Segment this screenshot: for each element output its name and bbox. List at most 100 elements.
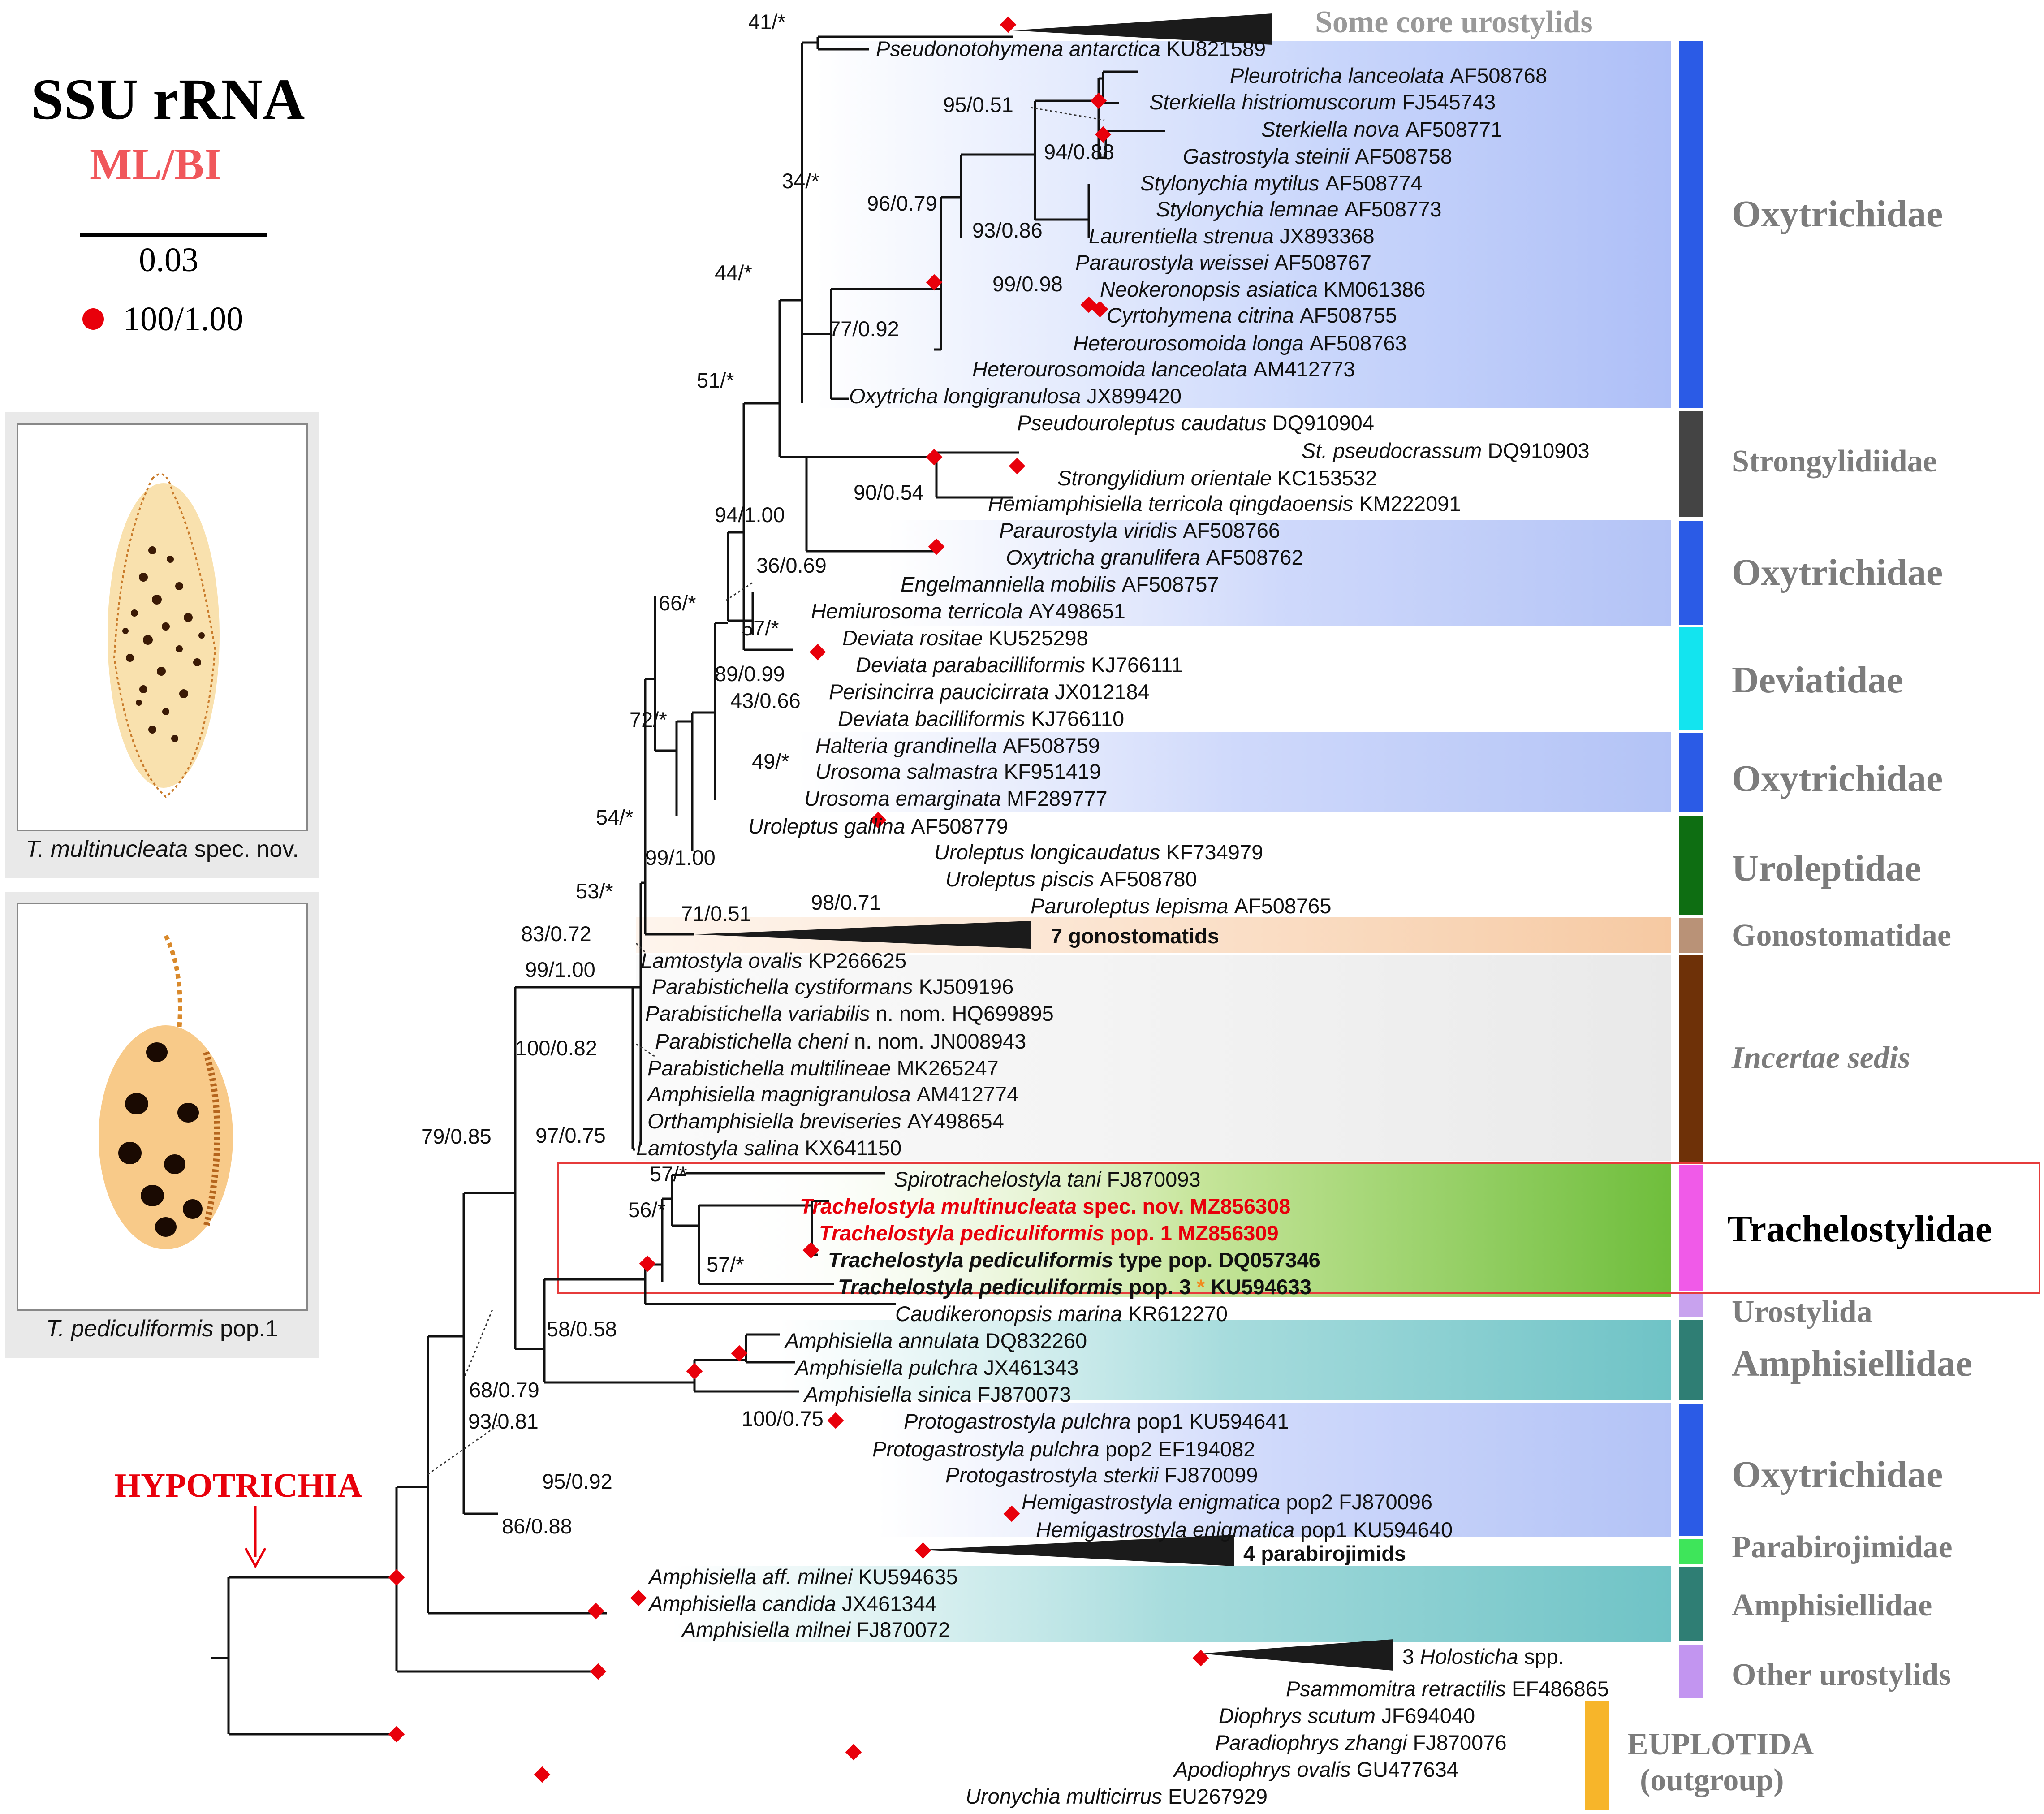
support-value: 98/0.71: [811, 890, 881, 914]
full-support-node: [1009, 458, 1026, 475]
leader-line: [725, 582, 753, 601]
collapsed-clade-triangle: [694, 921, 1031, 949]
taxon-label: Urosoma salmastra KF951419: [815, 760, 1101, 783]
taxon-label: Gastrostyla steinii AF508758: [1183, 144, 1452, 168]
taxon-label: Uronychia multicirrus EU267929: [966, 1784, 1268, 1808]
tree-branches: [211, 35, 1165, 1736]
support-value: 54/*: [596, 805, 634, 829]
full-support-node: [870, 812, 887, 829]
taxon-label: Oxytricha longigranulosa JX899420: [849, 384, 1182, 408]
support-value: 93/0.81: [468, 1409, 539, 1433]
support-value: 34/*: [782, 169, 819, 193]
taxon-label: Hemigastrostyla enigmatica pop2 FJ870096: [1022, 1490, 1432, 1514]
taxon-label: Lamtostyla salina KX641150: [636, 1136, 901, 1160]
family-label: Urostylida: [1732, 1295, 1872, 1329]
family-bar: [1679, 627, 1703, 730]
family-labels: OxytrichidaeStrongylidiidaeOxytrichidaeD…: [1627, 193, 1992, 1797]
support-value: 36/0.69: [756, 553, 827, 577]
family-label: Oxytrichidae: [1732, 552, 1943, 593]
taxon-label: Parabistichella cystiformans KJ509196: [652, 975, 1013, 998]
leader-line: [636, 1043, 657, 1058]
taxon-label: Trachelostyla pediculiformis type pop. D…: [828, 1248, 1320, 1272]
taxon-label: Spirotrachelostyla tani FJ870093: [894, 1167, 1201, 1191]
support-value: 99/0.98: [992, 272, 1063, 296]
clade-arrowhead: [244, 1547, 267, 1569]
taxon-label: Hemiurosoma terricola AY498651: [811, 599, 1125, 623]
family-bar: [1679, 1539, 1703, 1564]
taxon-label: Pseudonotohymena antarctica KU821589: [876, 37, 1266, 60]
support-nodes: [388, 16, 1209, 1783]
taxon-label: Psammomitra retractilis EF486865: [1286, 1677, 1609, 1701]
taxon-label: Uroleptus longicaudatus KF734979: [934, 840, 1263, 864]
support-value: 49/*: [752, 749, 789, 773]
specimen-caption-multinucleata: T. multinucleata spec. nov.: [26, 836, 299, 862]
support-value: 99/1.00: [525, 958, 595, 981]
taxon-label: Heterourosomoida lanceolata AM412773: [972, 357, 1355, 381]
specimen-image-pediculiformis: [17, 903, 308, 1311]
taxon-label: Amphisiella sinica FJ870073: [803, 1382, 1071, 1406]
full-support-node: [587, 1602, 604, 1620]
specimen-image-multinucleata: [17, 423, 308, 831]
family-label: Amphisiellidae: [1732, 1588, 1932, 1623]
taxon-label: Sterkiella histriomuscorum FJ545743: [1149, 90, 1496, 114]
family-label: Incertae sedis: [1731, 1041, 1910, 1075]
support-values: 41/*95/0.5134/*94/0.8896/0.7993/0.8644/*…: [421, 10, 1114, 1538]
full-support-node: [802, 1242, 819, 1259]
full-support-node: [630, 1589, 647, 1607]
support-value: 90/0.54: [854, 480, 924, 504]
taxon-label: Amphisiella candida JX461344: [647, 1592, 937, 1615]
taxon-label: Pseudouroleptus caudatus DQ910904: [1017, 411, 1374, 435]
family-label: Uroleptidae: [1732, 847, 1921, 889]
full-support-node: [388, 1569, 405, 1586]
family-bar: [1679, 955, 1703, 1162]
full-support-node: [845, 1744, 862, 1761]
family-bar: [1679, 41, 1703, 408]
full-support-node: [1003, 1505, 1020, 1522]
family-label: Oxytrichidae: [1732, 193, 1943, 235]
collapsed-clade-triangle: [1201, 1639, 1393, 1671]
family-label: Amphisiellidae: [1732, 1343, 1972, 1384]
full-support-node: [388, 1726, 405, 1743]
family-color-bars: [1585, 41, 1703, 1810]
support-value: 94/0.88: [1044, 140, 1114, 164]
taxon-label: Amphisiella pulchra JX461343: [794, 1356, 1078, 1379]
full-support-node: [926, 449, 943, 466]
collapsed-clade-triangle: [1013, 13, 1272, 45]
legend: SSU rRNA ML/BI 0.03 100/1.00: [31, 67, 305, 338]
specimen-panel-multinucleata: T. multinucleata spec. nov.: [5, 412, 319, 878]
taxon-label: Amphisiella annulata DQ832260: [784, 1329, 1087, 1352]
support-value: 43/0.66: [730, 689, 801, 713]
taxon-label: Trachelostyla pediculiformis pop. 3 * KU…: [838, 1275, 1311, 1299]
taxon-label: Pleurotricha lanceolata AF508768: [1230, 64, 1547, 87]
family-bar: [1679, 1294, 1703, 1317]
legend-title: SSU rRNA: [31, 67, 305, 132]
full-support-node: [926, 274, 943, 291]
collapsed-clade-label: 7 gonostomatids: [1051, 924, 1219, 948]
full-support-node: [534, 1766, 551, 1783]
support-value: 83/0.72: [521, 922, 591, 946]
taxon-label: Paradiophrys zhangi FJ870076: [1215, 1731, 1507, 1754]
full-support-node: [1091, 301, 1108, 318]
taxon-label: Uroleptus gallina AF508779: [748, 814, 1008, 838]
full-support-marker: [82, 308, 104, 330]
support-value: 41/*: [748, 10, 786, 34]
taxon-label: Cyrtohymena citrina AF508755: [1107, 303, 1397, 327]
taxon-label: Neokeronopsis asiatica KM061386: [1100, 277, 1425, 301]
taxon-label: Parabistichella variabilis n. nom. HQ699…: [645, 1002, 1054, 1025]
full-support-node: [914, 1542, 931, 1559]
family-label: Trachelostylidae: [1727, 1208, 1992, 1250]
taxon-label: Perisincirra paucicirrata JX012184: [829, 680, 1150, 704]
taxon-label: Parabistichella cheni n. nom. JN008943: [655, 1029, 1026, 1053]
taxon-label: Strongylidium orientale KC153532: [1057, 466, 1377, 490]
taxon-label: Urosoma emarginata MF289777: [804, 786, 1108, 810]
family-label: EUPLOTIDA: [1627, 1727, 1814, 1762]
taxon-label: St. pseudocrassum DQ910903: [1302, 439, 1590, 462]
taxon-label: Amphisiella milnei FJ870072: [681, 1618, 950, 1641]
family-bar: [1679, 1320, 1703, 1400]
full-support-node: [1000, 16, 1017, 33]
taxon-label: Amphisiella magnigranulosa AM412774: [646, 1082, 1018, 1106]
full-support-node: [590, 1663, 607, 1680]
specimen-caption-pediculiformis: T. pediculiformis pop.1: [46, 1316, 279, 1342]
full-support-node: [1095, 126, 1112, 143]
scale-value: 0.03: [139, 241, 198, 279]
